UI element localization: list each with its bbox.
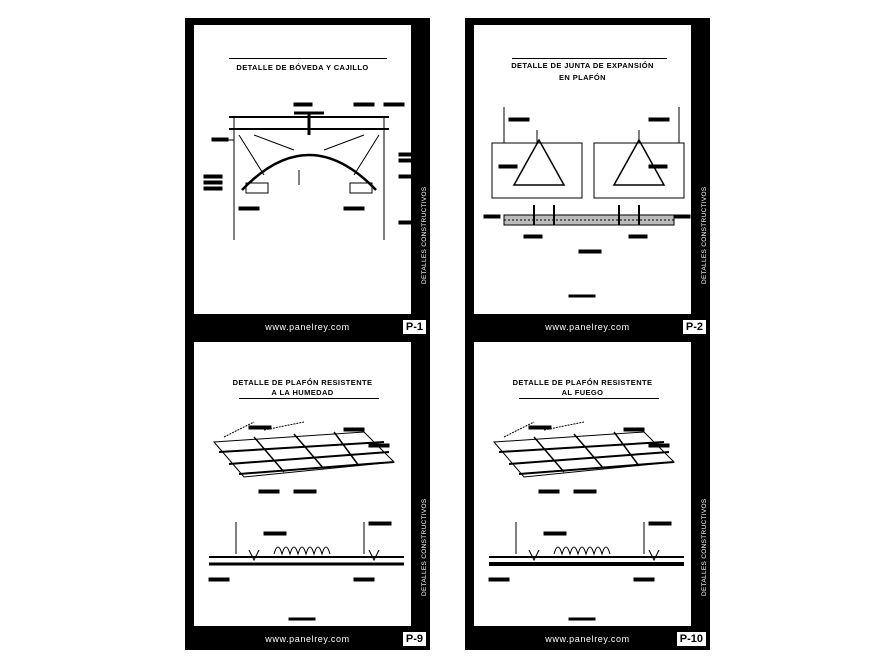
sheet-code: P-2 xyxy=(681,319,707,335)
side-label-strip: DETALLES CONSTRUCTIVOS xyxy=(413,18,428,314)
side-label: DETALLES CONSTRUCTIVOS xyxy=(420,186,428,285)
footer-url: www.panelrey.com xyxy=(545,634,630,644)
sheet-title-line-2: AL FUEGO xyxy=(561,388,604,397)
sheet-paper: DETALLE DE PLAFÓN RESISTENTE A LA HUMEDA… xyxy=(194,342,411,626)
sheet-paper: DETALLE DE PLAFÓN RESISTENTE AL FUEGO xyxy=(474,342,691,626)
sheet-title-line-1: DETALLE DE JUNTA DE EXPANSIÓN xyxy=(511,61,654,70)
title-rule xyxy=(512,58,667,59)
vault-detail-drawing xyxy=(203,102,411,240)
sheet-code: P-1 xyxy=(401,319,427,335)
drawing-sheet-p9: DETALLE DE PLAFÓN RESISTENTE A LA HUMEDA… xyxy=(185,335,430,650)
sheet-title-line-1: DETALLE DE PLAFÓN RESISTENTE xyxy=(512,378,653,387)
footer-url: www.panelrey.com xyxy=(265,322,350,332)
side-label-strip: DETALLES CONSTRUCTIVOS xyxy=(693,18,708,314)
title-rule xyxy=(519,398,659,399)
sheet-title-line-2: EN PLAFÓN xyxy=(559,73,606,82)
sheet-code: P-9 xyxy=(401,631,427,647)
expansion-joint-drawing xyxy=(483,107,691,298)
side-label-strip: DETALLES CONSTRUCTIVOS xyxy=(413,335,428,626)
sheet-title-line-2: A LA HUMEDAD xyxy=(271,388,334,397)
side-label: DETALLES CONSTRUCTIVOS xyxy=(700,498,708,597)
drawing-sheet-p2: DETALLE DE JUNTA DE EXPANSIÓN EN PLAFÓN xyxy=(465,18,710,338)
sheet-title-line-1: DETALLE DE PLAFÓN RESISTENTE xyxy=(232,378,373,387)
drawing-sheet-p1: DETALLE DE BÓVEDA Y CAJILLO xyxy=(185,18,430,338)
moisture-ceiling-drawing xyxy=(208,421,404,621)
fire-ceiling-drawing xyxy=(488,421,684,621)
sheet-title: DETALLE DE BÓVEDA Y CAJILLO xyxy=(236,63,369,72)
side-label: DETALLES CONSTRUCTIVOS xyxy=(420,498,428,597)
side-label-strip: DETALLES CONSTRUCTIVOS xyxy=(693,335,708,626)
sheet-paper: DETALLE DE BÓVEDA Y CAJILLO xyxy=(194,25,411,314)
sheet-paper: DETALLE DE JUNTA DE EXPANSIÓN EN PLAFÓN xyxy=(474,25,691,314)
footer-url: www.panelrey.com xyxy=(265,634,350,644)
sheet-code: P-10 xyxy=(675,631,707,647)
drawing-sheet-p10: DETALLE DE PLAFÓN RESISTENTE AL FUEGO xyxy=(465,335,710,650)
footer-url: www.panelrey.com xyxy=(545,322,630,332)
title-rule xyxy=(229,58,387,59)
title-rule xyxy=(239,398,379,399)
side-label: DETALLES CONSTRUCTIVOS xyxy=(700,186,708,285)
